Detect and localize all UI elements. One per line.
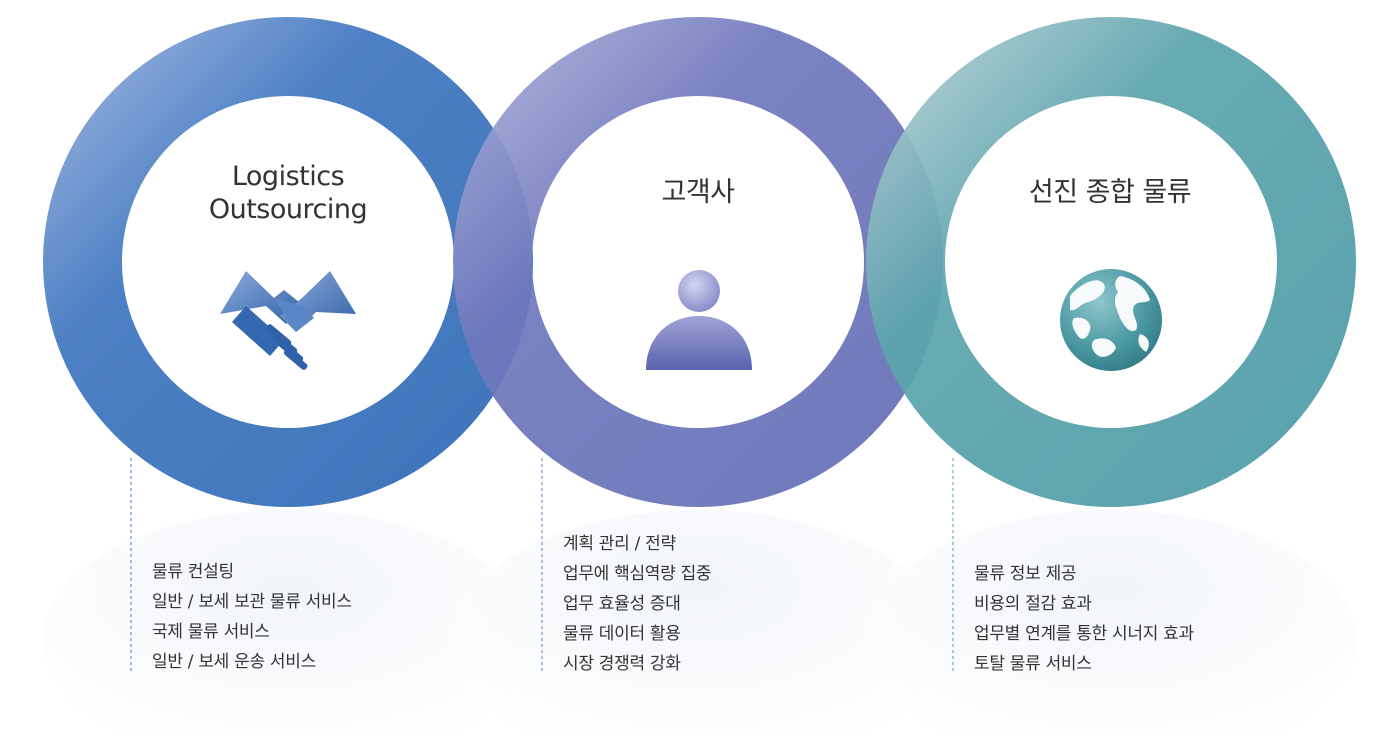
reflection-group [43, 510, 1356, 737]
list-advanced-logistics: 물류 정보 제공 비용의 절감 효과 업무별 연계를 통한 시너지 효과 토탈 … [974, 559, 1194, 679]
globe-icon [1060, 269, 1162, 371]
person-icon [646, 270, 752, 370]
list-logistics-outsourcing: 물류 컨설팅 일반 / 보세 보관 물류 서비스 국제 물류 서비스 일반 / … [152, 557, 352, 677]
title-line: 고객사 [661, 177, 735, 208]
list-item: 비용의 절감 효과 [974, 594, 1092, 614]
reflection-1 [43, 510, 533, 737]
ring-advanced-logistics [866, 17, 1356, 507]
title-line: 선진 종합 물류 [1028, 177, 1192, 208]
list-item: 일반 / 보세 보관 물류 서비스 [152, 592, 352, 612]
list-item: 물류 컨설팅 [152, 562, 234, 582]
list-item: 시장 경쟁력 강화 [563, 654, 681, 674]
ring-logistics-outsourcing [43, 17, 533, 507]
list-item: 업무에 핵심역량 집중 [563, 564, 712, 584]
list-item: 국제 물류 서비스 [152, 622, 270, 642]
reflection-2 [453, 510, 943, 737]
title-advanced-logistics: 선진 종합 물류 [970, 176, 1250, 209]
list-item: 업무별 연계를 통한 시너지 효과 [974, 624, 1194, 644]
list-item: 물류 정보 제공 [974, 564, 1077, 584]
ring-customer [453, 17, 943, 507]
reflection-3 [866, 510, 1356, 737]
title-customer: 고객사 [558, 176, 838, 209]
list-item: 물류 데이터 활용 [563, 624, 681, 644]
list-item: 토탈 물류 서비스 [974, 654, 1092, 674]
title-logistics-outsourcing: Logistics Outsourcing [148, 160, 428, 226]
list-item: 계획 관리 / 전략 [563, 534, 676, 554]
list-item: 업무 효율성 증대 [563, 594, 681, 614]
handshake-icon [220, 271, 356, 370]
title-line: Logistics [231, 161, 345, 192]
list-item: 일반 / 보세 운송 서비스 [152, 652, 316, 672]
list-customer: 계획 관리 / 전략 업무에 핵심역량 집중 업무 효율성 증대 물류 데이터 … [563, 529, 712, 679]
title-line: Outsourcing [208, 194, 368, 225]
